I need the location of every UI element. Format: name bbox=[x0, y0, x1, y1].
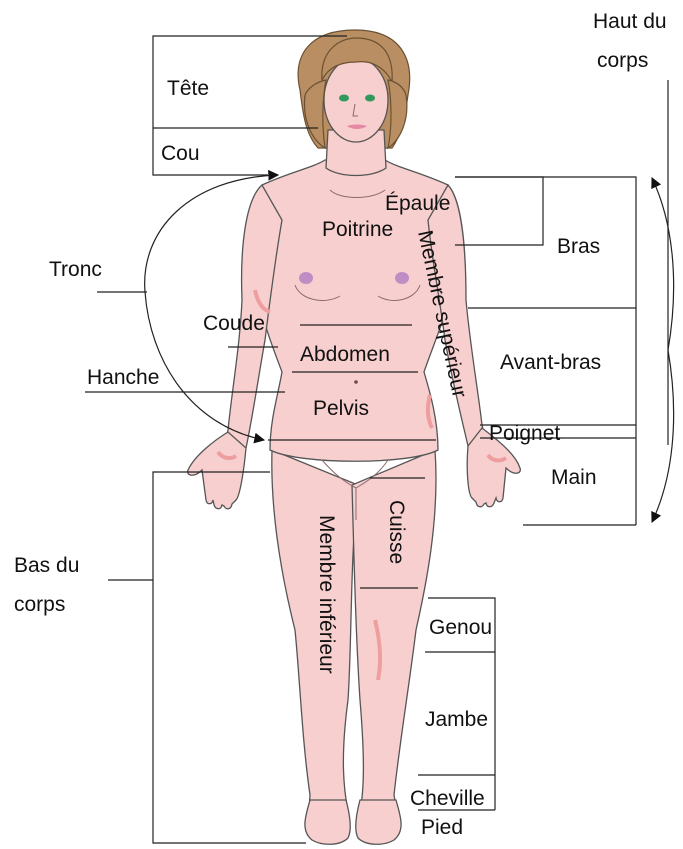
label-pied: Pied bbox=[421, 816, 463, 839]
face bbox=[324, 58, 388, 142]
curved-arrow-haut-top bbox=[652, 178, 674, 350]
label-coude: Coude bbox=[203, 312, 265, 335]
label-bas-du: Bas du bbox=[14, 554, 79, 577]
label-avant-bras: Avant-bras bbox=[500, 351, 601, 374]
left-nipple bbox=[299, 272, 313, 284]
right-foot bbox=[356, 800, 401, 844]
label-corps-bas: corps bbox=[14, 593, 65, 616]
label-cou: Cou bbox=[161, 142, 200, 165]
bracket-upper-limb bbox=[455, 177, 636, 308]
label-main: Main bbox=[551, 466, 597, 489]
label-hanche: Hanche bbox=[87, 366, 159, 389]
left-foot bbox=[305, 800, 350, 844]
label-genou: Genou bbox=[429, 616, 492, 639]
right-nipple bbox=[395, 272, 409, 284]
label-bras: Bras bbox=[557, 235, 600, 258]
label-poignet: Poignet bbox=[489, 422, 560, 445]
label-membre-inferieur: Membre inférieur bbox=[315, 515, 338, 674]
label-jambe: Jambe bbox=[425, 708, 488, 731]
left-hand bbox=[188, 432, 246, 509]
label-pelvis: Pelvis bbox=[313, 397, 369, 420]
label-epaule: Épaule bbox=[385, 192, 450, 215]
label-corps-haut: corps bbox=[597, 49, 648, 72]
right-eye bbox=[365, 95, 375, 102]
label-cuisse: Cuisse bbox=[385, 500, 408, 564]
hair-side-right bbox=[388, 80, 407, 148]
left-leg bbox=[272, 450, 358, 838]
left-eye bbox=[339, 95, 349, 102]
bracket-bras-inner bbox=[455, 177, 543, 245]
label-tete: Tête bbox=[167, 77, 209, 100]
label-haut-du: Haut du bbox=[593, 10, 667, 33]
label-tronc: Tronc bbox=[49, 258, 102, 281]
curved-arrow-haut-bottom bbox=[652, 350, 674, 522]
navel bbox=[354, 380, 358, 384]
label-cheville: Cheville bbox=[410, 787, 485, 810]
label-abdomen: Abdomen bbox=[300, 343, 390, 366]
hair-side-left bbox=[304, 80, 326, 148]
label-poitrine: Poitrine bbox=[322, 218, 393, 241]
